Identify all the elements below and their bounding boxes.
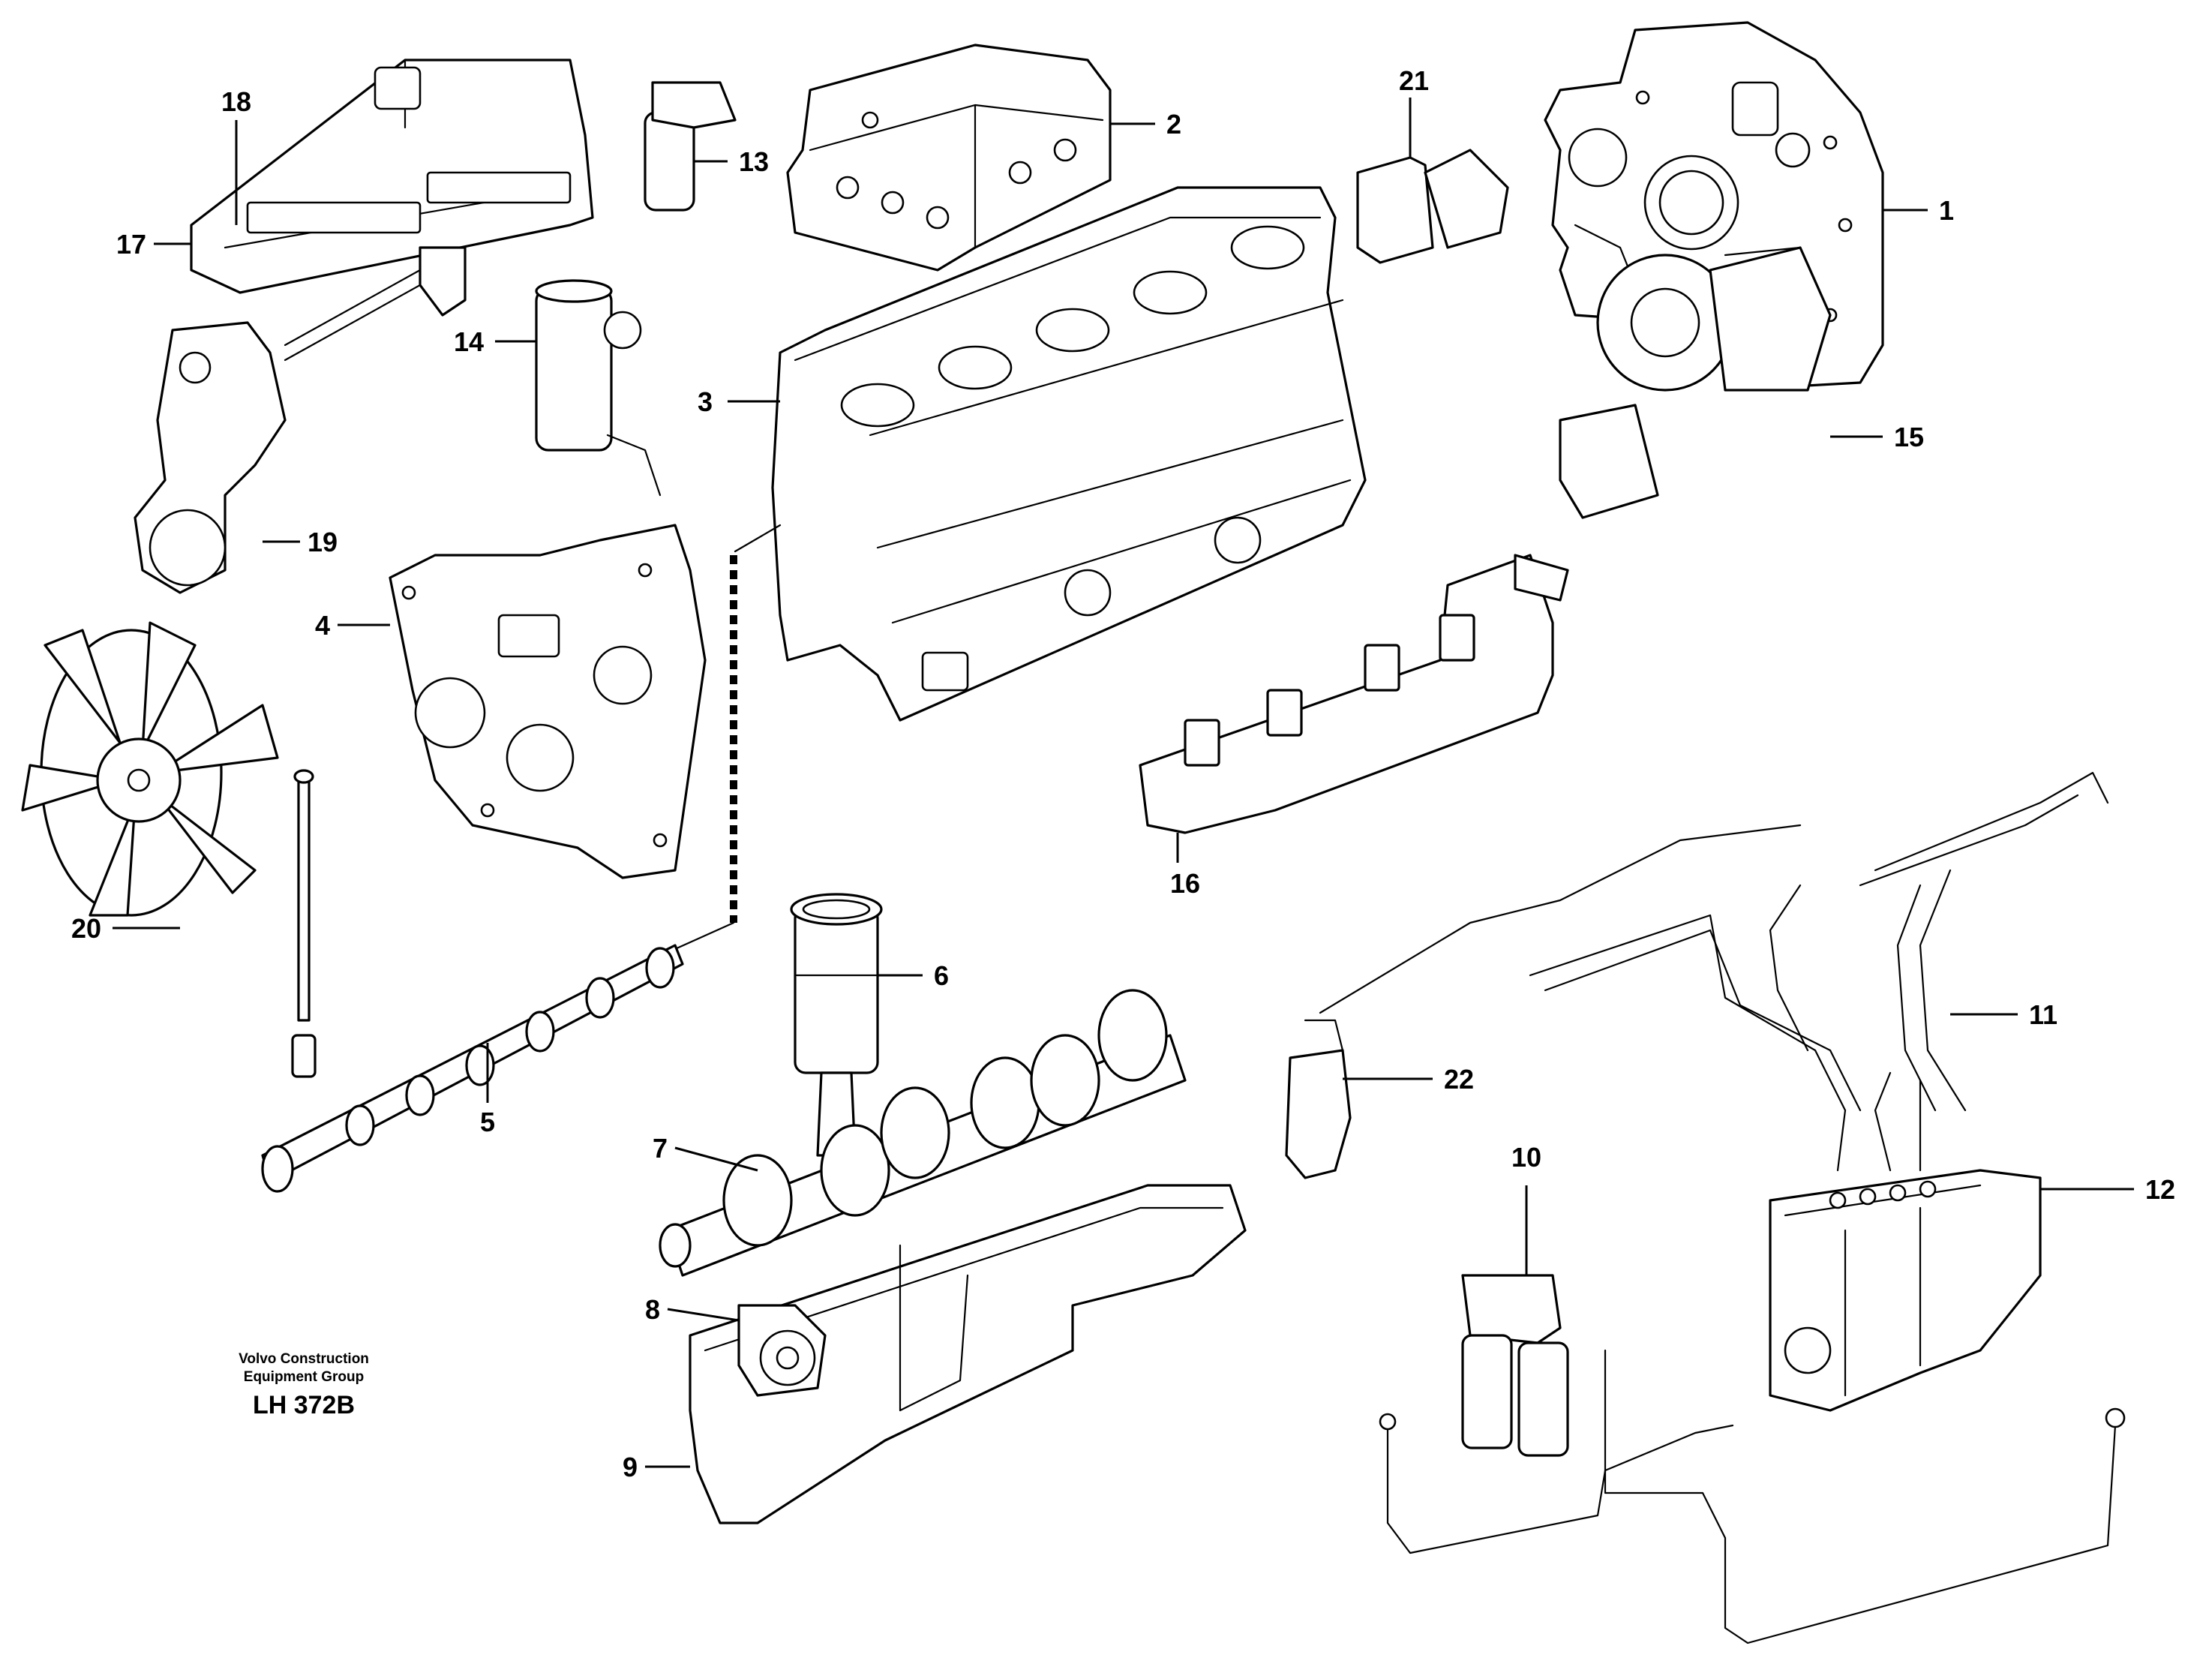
part-water-pump xyxy=(134,246,467,594)
callout-13: 13 xyxy=(739,146,769,177)
part-camshaft xyxy=(261,944,684,1193)
caption-line-1: Volvo Construction xyxy=(239,1351,369,1367)
part-intake-manifold xyxy=(190,59,594,294)
callout-18: 18 xyxy=(221,86,251,117)
drawing-reference: LH 372B xyxy=(252,1391,356,1419)
callout-16: 16 xyxy=(1170,868,1200,899)
part-cylinder-block xyxy=(771,186,1367,722)
part-oil-pump xyxy=(737,1304,827,1397)
callout-14: 14 xyxy=(454,326,484,357)
part-fuel-filter xyxy=(1461,1274,1569,1457)
callout-1: 1 xyxy=(1939,195,1954,226)
callout-12: 12 xyxy=(2145,1174,2175,1205)
publisher-caption: Volvo Construction Equipment Group LH 37… xyxy=(180,1350,428,1420)
callout-labels: 1 2 3 4 5 6 7 8 9 10 11 12 13 14 15 16 1… xyxy=(71,65,2175,1482)
callout-2: 2 xyxy=(1166,109,1181,140)
callout-20: 20 xyxy=(71,913,101,944)
callout-9: 9 xyxy=(623,1452,638,1482)
part-fan xyxy=(21,621,279,917)
callout-15: 15 xyxy=(1894,422,1924,452)
leader-lines xyxy=(113,98,2134,1468)
part-thermostat-housing xyxy=(535,279,662,497)
assembly-path-solid xyxy=(674,524,782,951)
callout-10: 10 xyxy=(1511,1142,1541,1173)
part-injection-pump xyxy=(1769,1169,2042,1412)
part-turbocharger xyxy=(1559,246,1832,519)
callout-21: 21 xyxy=(1399,65,1429,96)
part-cylinder-head xyxy=(786,44,1112,272)
part-crankshaft xyxy=(659,989,1187,1277)
part-cylinder-liner xyxy=(790,893,883,1157)
callout-11: 11 xyxy=(2029,999,2057,1030)
caption-line-2: Equipment Group xyxy=(243,1369,365,1385)
part-sensor xyxy=(1285,824,1802,1179)
part-exhaust-manifold xyxy=(1139,554,1569,834)
callout-4: 4 xyxy=(315,610,330,641)
callout-5: 5 xyxy=(480,1107,495,1137)
callout-7: 7 xyxy=(653,1133,668,1164)
callout-22: 22 xyxy=(1444,1064,1474,1095)
part-fuel-pipes xyxy=(1379,1349,2126,1644)
part-pushrod xyxy=(291,769,317,1078)
part-starter-motor xyxy=(1356,149,1509,264)
callout-3: 3 xyxy=(698,386,713,417)
callout-8: 8 xyxy=(645,1294,660,1325)
part-oil-pan xyxy=(689,1184,1247,1524)
part-timing-cover xyxy=(389,524,707,879)
part-small-filter xyxy=(644,81,737,212)
part-injection-lines xyxy=(1529,771,2109,1172)
callout-17: 17 xyxy=(116,229,146,260)
callout-19: 19 xyxy=(308,527,338,557)
callout-6: 6 xyxy=(934,960,949,991)
